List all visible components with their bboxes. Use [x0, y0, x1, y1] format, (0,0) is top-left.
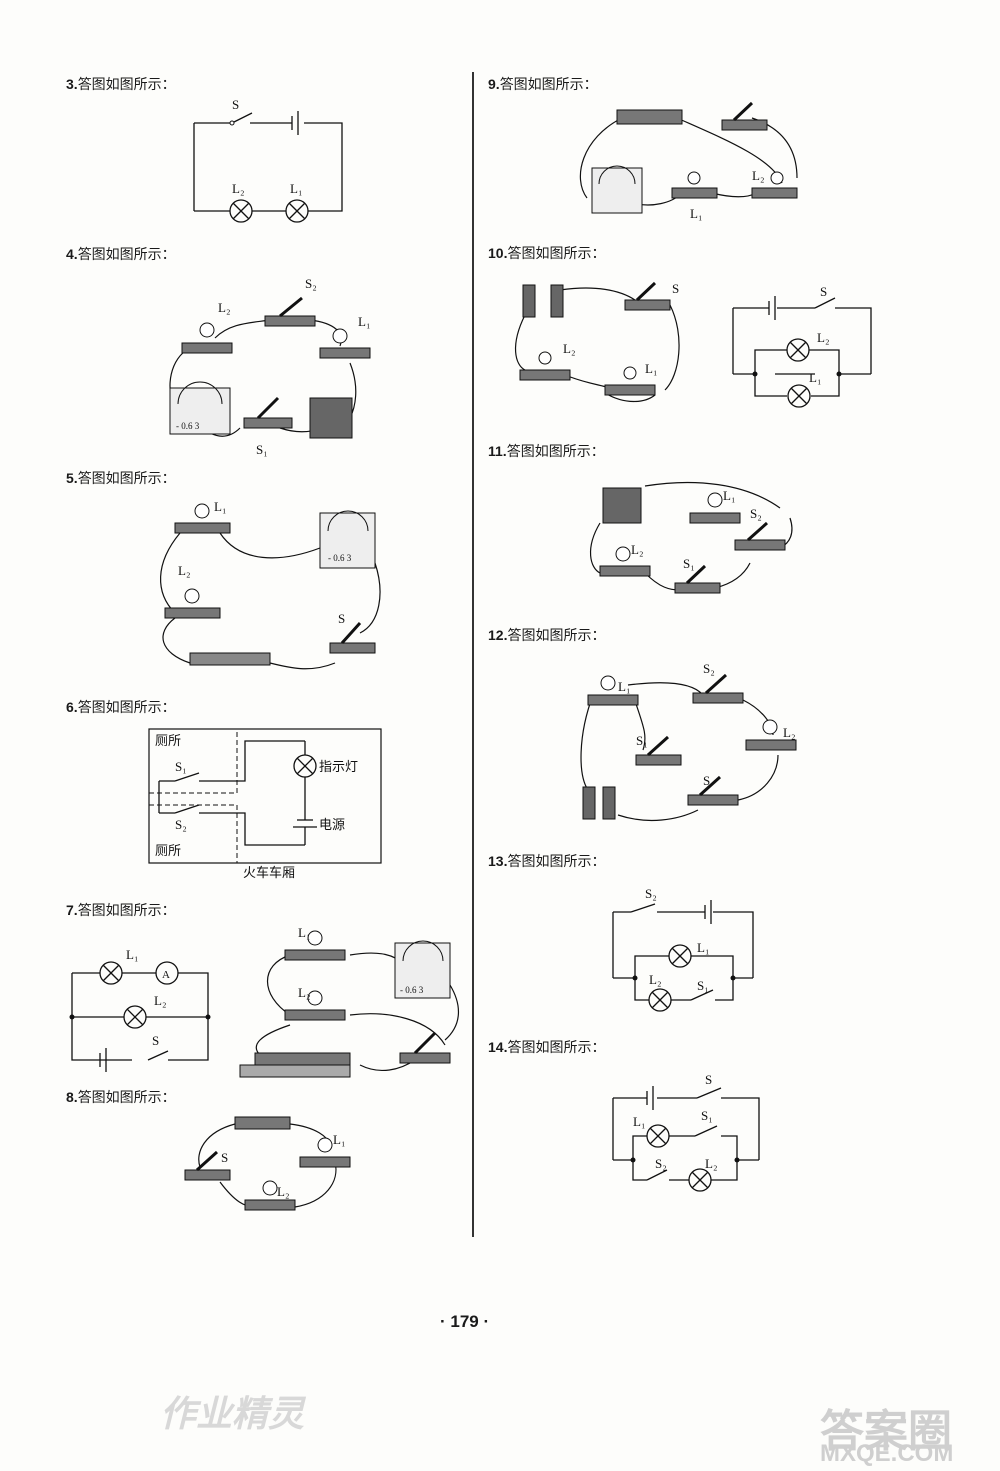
q7-lamp1-label: L₁ [126, 947, 138, 962]
q14-switch-label: S [705, 1072, 712, 1087]
q6-carriage-label: 火车车厢 [243, 865, 295, 880]
q4-switch1-label: S₁ [256, 442, 268, 457]
q10-switch-label: S [672, 281, 679, 296]
q11-lamp2-label: L₂ [631, 542, 643, 557]
q12-switch2-label: S₂ [703, 661, 715, 676]
question-9-label: 9.答图如图所示： [488, 76, 598, 93]
page-number: · 179 · [440, 1312, 490, 1331]
question-7-label: 7.答图如图所示： [66, 902, 176, 919]
q8-lamp1-label: L₁ [333, 1132, 345, 1147]
q6-switch2-label: S₂ [175, 817, 187, 832]
q6-indicator-label: 指示灯 [319, 759, 358, 774]
q7-ammeter-label: A [162, 969, 170, 981]
svg-text:- 0.6 3: - 0.6 3 [176, 421, 200, 431]
q7-switch-label: S [152, 1033, 159, 1048]
q6-circuit-diagram: 厕所 厕所 S₁ S₂ 指示灯 电源 火车车厢 [148, 728, 382, 880]
question-3-label: 3.答图如图所示： [66, 76, 176, 93]
question-13-label: 13.答图如图所示： [488, 853, 606, 870]
q3-switch-label: S [232, 97, 239, 112]
q11-switch2-label: S₂ [750, 506, 762, 521]
q8-circuit-physical: S L₁ L₂ [184, 1116, 351, 1211]
q8-switch-label: S [221, 1150, 228, 1165]
q10-lamp1-label: L₁ [645, 361, 657, 376]
q10s-lamp1-label: L₁ [809, 370, 821, 385]
watermark-logo: 答案圈 [820, 1407, 952, 1456]
q6-power-label: 电源 [319, 817, 345, 832]
q10s-switch-label: S [820, 284, 827, 299]
q9-circuit-physical: L₁ L₂ [579, 101, 798, 221]
q9-lamp1-label: L₁ [690, 206, 702, 221]
question-10-label: 10.答图如图所示： [488, 245, 606, 262]
q11-lamp1-label: L₁ [723, 488, 735, 503]
q4-switch2-label: S₂ [305, 276, 317, 291]
q5-lamp1-label: L₁ [214, 499, 226, 514]
q6-switch1-label: S₁ [175, 759, 187, 774]
question-12-label: 12.答图如图所示： [488, 627, 606, 644]
q7-circuit-physical: L₁ L₂ - 0.6 3 [239, 925, 460, 1078]
q12-circuit-physical: L₁ S₂ L₂ S₁ S [580, 661, 797, 822]
question-6-label: 6.答图如图所示： [66, 699, 176, 716]
q3-lamp2-label: L₂ [232, 181, 244, 196]
q13-circuit-diagram: S₂ L₁ L₂ S₁ [612, 886, 754, 1012]
q12-lamp2-label: L₂ [783, 725, 795, 740]
q14-lamp2-label: L₂ [705, 1156, 717, 1171]
question-11-label: 11.答图如图所示： [488, 443, 605, 460]
q11-circuit-physical: L₁ S₂ L₂ S₁ [590, 481, 793, 594]
question-8-label: 8.答图如图所示： [66, 1089, 176, 1106]
q3-circuit-diagram: S L₂ L₁ [193, 97, 343, 223]
q9-lamp2-label: L₂ [752, 168, 764, 183]
question-5-label: 5.答图如图所示： [66, 470, 176, 487]
q5-circuit-physical: L₁ L₂ S - 0.6 3 [160, 499, 381, 670]
q13-lamp1-label: L₁ [697, 940, 709, 955]
q6-toilet-label-2: 厕所 [155, 843, 181, 858]
q12-switch-label: S [703, 773, 710, 788]
watermark-url: MXQE.COM [820, 1440, 954, 1467]
q5-switch-label: S [338, 611, 345, 626]
question-14-label: 14.答图如图所示： [488, 1039, 606, 1056]
q10-circuit-diagram: S L₂ L₁ [732, 284, 872, 408]
q10-lamp2-label: L₂ [563, 341, 575, 356]
q7-lamp2-label: L₂ [154, 993, 166, 1008]
q13-switch2-label: S₂ [645, 886, 657, 901]
q12-lamp1-label: L₁ [618, 679, 630, 694]
q12-switch1-label: S₁ [636, 733, 648, 748]
q14-switch2-label: S₂ [655, 1156, 667, 1171]
watermark-text-1: 作业精灵 [160, 1393, 305, 1434]
q4-lamp2-label: L₂ [218, 300, 230, 315]
q7p-lamp2-label: L₂ [298, 985, 310, 1000]
q11-switch1-label: S₁ [683, 556, 695, 571]
q7-circuit-diagram: A L₁ L₂ S [69, 947, 211, 1072]
svg-text:- 0.6 3: - 0.6 3 [328, 553, 352, 563]
q8-lamp2-label: L₂ [277, 1184, 289, 1199]
q13-switch1-label: S₁ [697, 978, 709, 993]
svg-text:- 0.6 3: - 0.6 3 [400, 985, 424, 995]
q6-toilet-label: 厕所 [155, 733, 181, 748]
q5-lamp2-label: L₂ [178, 563, 190, 578]
question-4-label: 4.答图如图所示： [66, 246, 176, 263]
q4-lamp1-label: L₁ [358, 314, 370, 329]
q14-switch1-label: S₁ [701, 1108, 713, 1123]
q14-circuit-diagram: S L₁ S₁ S₂ L₂ [612, 1072, 760, 1192]
column-divider [472, 72, 474, 1237]
q14-lamp1-label: L₁ [633, 1114, 645, 1129]
q10-circuit-physical: S L₂ L₁ [514, 281, 680, 403]
q3-lamp1-label: L₁ [290, 181, 302, 196]
q13-lamp2-label: L₂ [649, 972, 661, 987]
q10s-lamp2-label: L₂ [817, 330, 829, 345]
q7p-lamp1-label: L₁ [298, 925, 310, 940]
q4-circuit-physical: L₂ S₂ L₁ S₁ - 0.6 3 [169, 276, 371, 457]
